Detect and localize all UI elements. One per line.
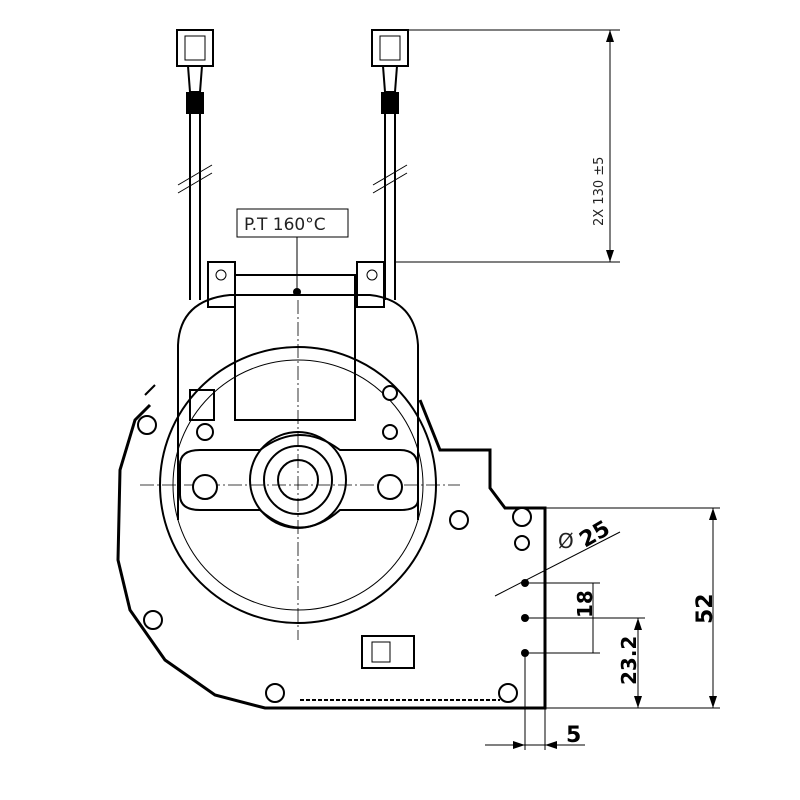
motor	[140, 261, 460, 640]
wire-left	[176, 29, 214, 300]
flange-dimensions: 52 18 23.2 Ø 25 5	[485, 507, 720, 750]
screw-icon	[192, 474, 218, 500]
thermal-protector-label: P.T 160°C	[244, 215, 326, 235]
hole-offset-label: 23.2	[617, 636, 641, 685]
wire-length-label: 2X 130 ±5	[592, 157, 607, 226]
flange-height-label: 52	[693, 593, 718, 624]
wire-right	[371, 29, 409, 300]
blower-housing	[116, 346, 547, 710]
wire-length-dimension: 2X 130 ±5	[395, 29, 620, 263]
flange-offset-label: 5	[566, 723, 581, 748]
hole-diameter-label: 25	[576, 516, 615, 553]
thermal-protector-callout: P.T 160°C	[236, 208, 349, 296]
screws	[137, 385, 532, 703]
screw-icon	[377, 474, 403, 500]
screw-icon	[196, 423, 214, 441]
diameter-symbol: Ø	[558, 529, 574, 553]
hole-spacing-label: 18	[573, 590, 597, 618]
connector	[361, 635, 415, 669]
